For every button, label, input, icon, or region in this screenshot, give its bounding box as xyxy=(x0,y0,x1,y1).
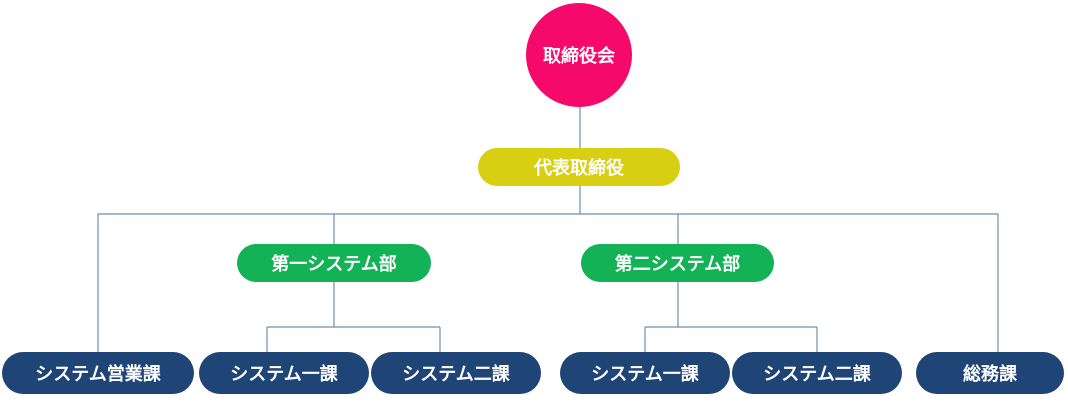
board-label: 取締役会 xyxy=(543,46,615,67)
division1-node: 第一システム部 xyxy=(237,244,431,282)
general-affairs-label: 総務課 xyxy=(963,364,1017,385)
division2-section1-label: システム一課 xyxy=(591,364,699,385)
division2-section2-label: システム二課 xyxy=(763,364,871,385)
division2-label: 第二システム部 xyxy=(614,254,741,275)
division2-node: 第二システム部 xyxy=(581,244,774,282)
division1-section1-node: システム一課 xyxy=(199,352,369,394)
president-node: 代表取締役 xyxy=(478,148,680,186)
general-affairs-node: 総務課 xyxy=(916,352,1064,394)
division1-label: 第一システム部 xyxy=(271,254,397,275)
division2-section1-node: システム一課 xyxy=(560,352,730,394)
division1-section1-label: システム一課 xyxy=(230,364,338,385)
division1-section2-label: システム二課 xyxy=(402,364,510,385)
president-label: 代表取締役 xyxy=(534,158,624,179)
sales-section-label: システム営業課 xyxy=(35,364,161,385)
board-node: 取締役会 xyxy=(526,3,632,107)
division1-section2-node: システム二課 xyxy=(371,352,541,394)
division2-section2-node: システム二課 xyxy=(732,352,902,394)
sales-section-node: システム営業課 xyxy=(2,352,194,394)
